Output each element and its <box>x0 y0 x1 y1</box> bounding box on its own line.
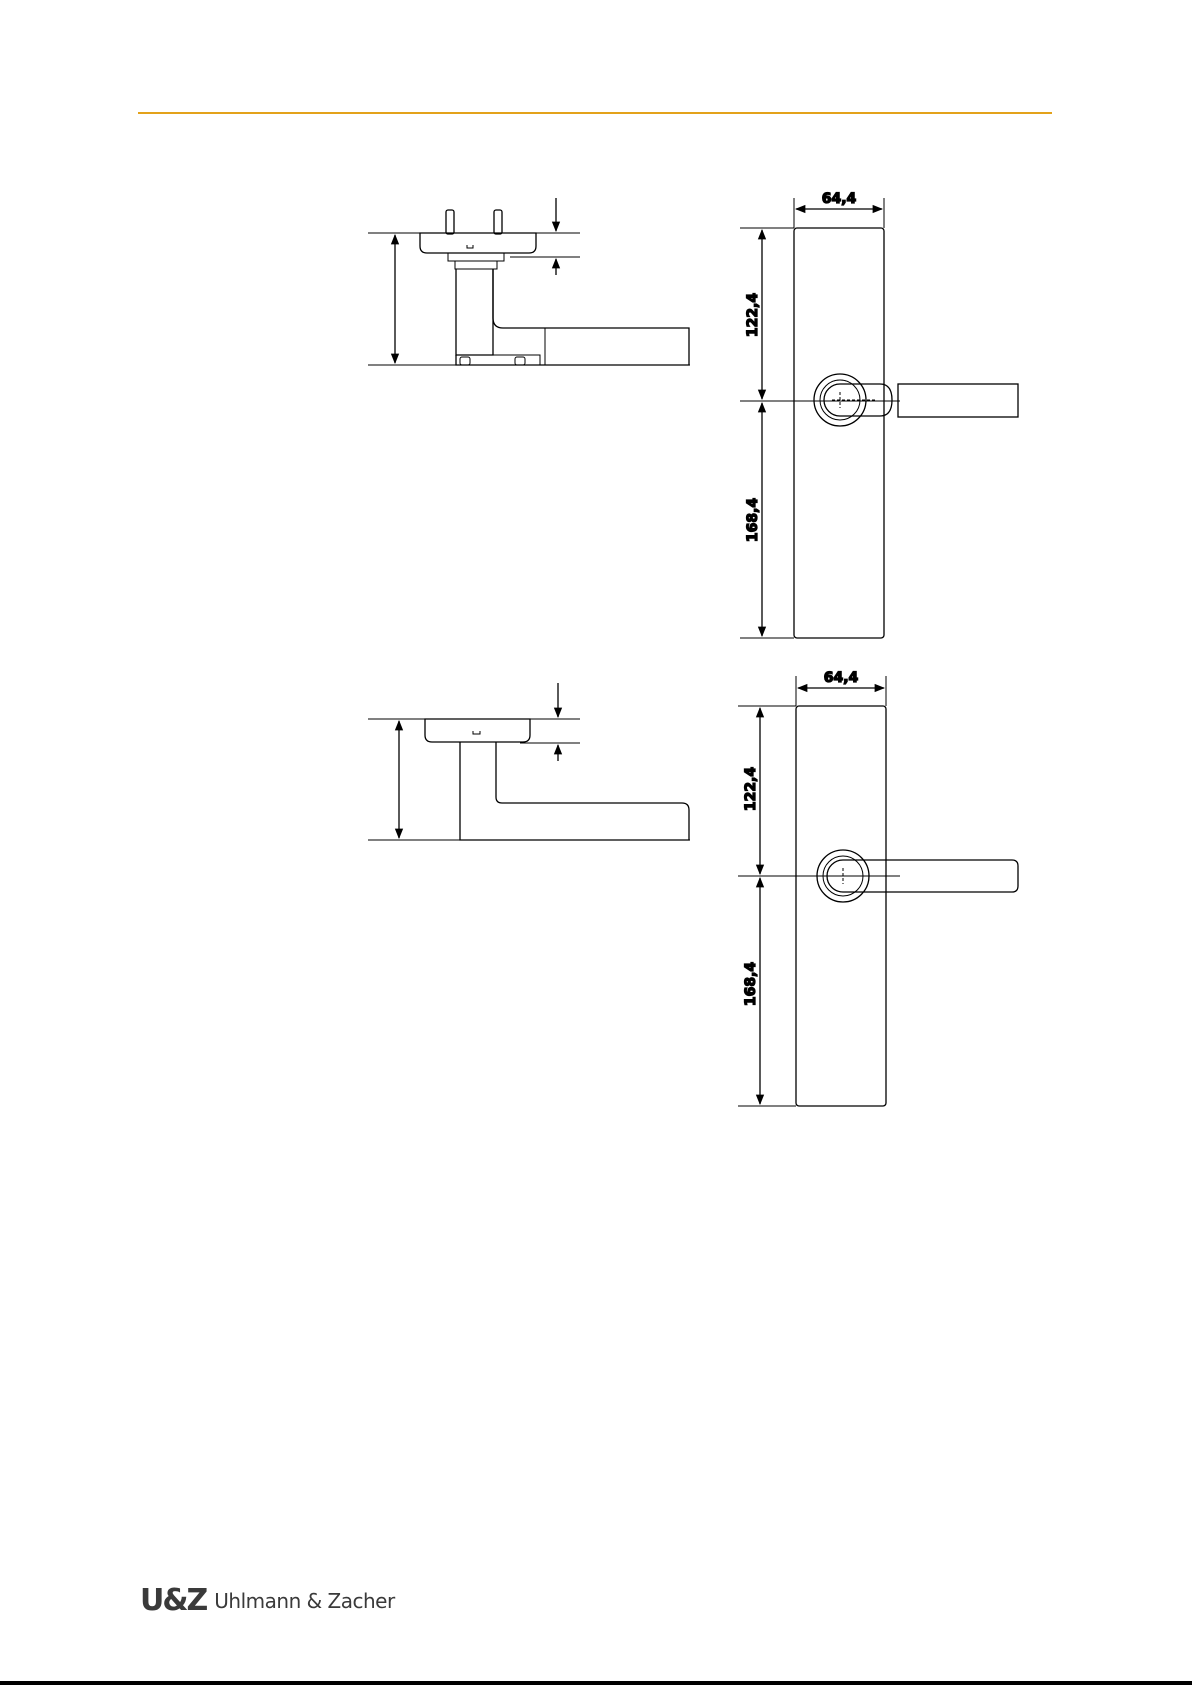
top-height-label-2: 122,4 <box>743 767 759 812</box>
lever-front-1 <box>898 384 1018 417</box>
side-view-1 <box>368 198 690 365</box>
front-view-1: 64,4 122,4 168,4 <box>740 191 1018 638</box>
logo-mark: U&Z <box>140 1586 206 1616</box>
width-label-1: 64,4 <box>822 191 857 207</box>
bottom-bar <box>0 1681 1192 1685</box>
escutcheon-plate-2 <box>796 706 886 1106</box>
front-view-2: 64,4 122,4 168,4 <box>738 670 1018 1106</box>
rosette-2 <box>425 719 530 742</box>
company-name: Uhlmann & Zacher <box>214 1589 394 1613</box>
rosette-1 <box>420 233 536 253</box>
pin-left <box>446 210 454 234</box>
lever-side-1 <box>456 269 689 365</box>
bottom-height-label-1: 168,4 <box>745 498 761 543</box>
escutcheon-plate-1 <box>794 228 884 638</box>
company-logo: U&Z Uhlmann & Zacher <box>140 1585 395 1617</box>
lever-side-2 <box>460 742 689 840</box>
bottom-height-label-2: 168,4 <box>743 962 759 1007</box>
top-height-label-1: 122,4 <box>745 293 761 338</box>
pin-right <box>494 210 502 234</box>
width-label-2: 64,4 <box>824 670 859 686</box>
side-view-2 <box>368 683 690 840</box>
